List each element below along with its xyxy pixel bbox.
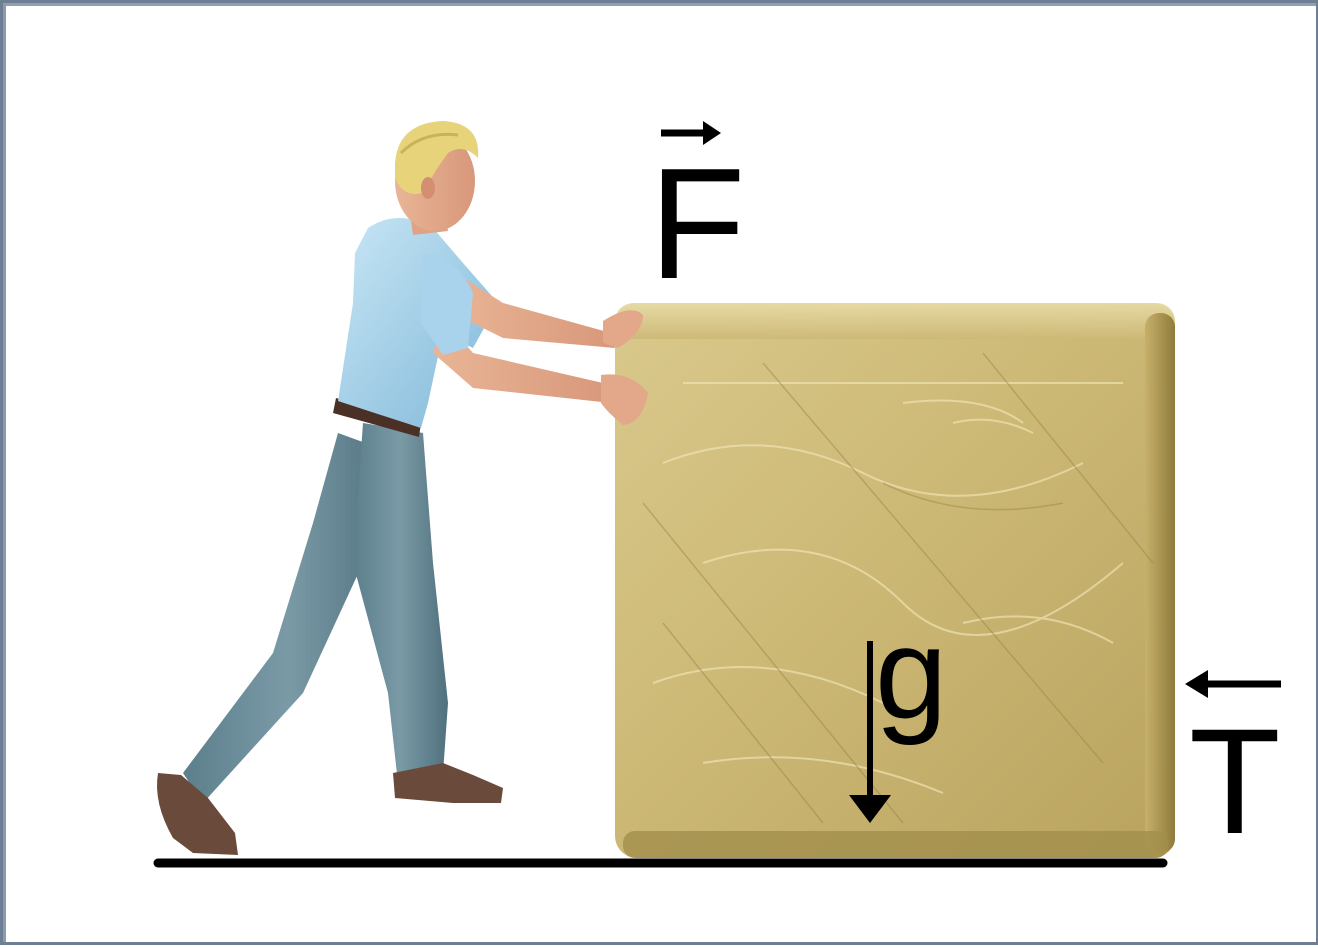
friction-label: T <box>1189 697 1281 865</box>
friction-arrow-icon <box>1185 670 1281 698</box>
force-label: F <box>649 136 746 312</box>
gravity-label: g <box>875 600 947 746</box>
gravity-vector-g: g <box>849 600 947 823</box>
force-arrow-icon <box>661 121 721 145</box>
force-vector-f: F <box>649 121 746 312</box>
diagram-canvas: F g T <box>153 121 1281 868</box>
crate <box>615 303 1175 858</box>
gravity-arrow-icon <box>849 641 891 823</box>
person-pushing <box>157 121 648 855</box>
friction-vector-t: T <box>1185 670 1281 865</box>
